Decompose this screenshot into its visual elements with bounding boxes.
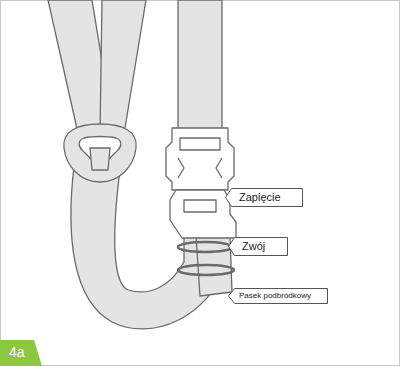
figure-tab: 4a [0,340,42,366]
pointer-box [226,189,303,207]
figure-number: 4a [9,345,25,359]
buckle-female [166,128,234,190]
pointer-box [229,289,328,304]
keeper-loop [178,265,234,275]
callout-label: Pasek podbródkowy [228,288,328,304]
buckle-bar [184,200,216,212]
part-label: Zwój [242,241,280,252]
keeper-loop [178,242,232,252]
buckle-slot [180,138,220,150]
upper-strap [178,0,222,132]
part-label: Zapięcie [239,192,295,203]
buckle-prongs [178,158,222,178]
right-strap-band [100,0,146,134]
pointer-box [229,238,288,256]
callout-label: Zapięcie [225,188,303,207]
slider-ring [64,124,136,182]
strap-through-ring [90,148,110,170]
tab-fill [0,340,42,366]
part-label: Pasek podbródkowy [239,292,323,300]
callout-label: Zwój [228,237,288,256]
